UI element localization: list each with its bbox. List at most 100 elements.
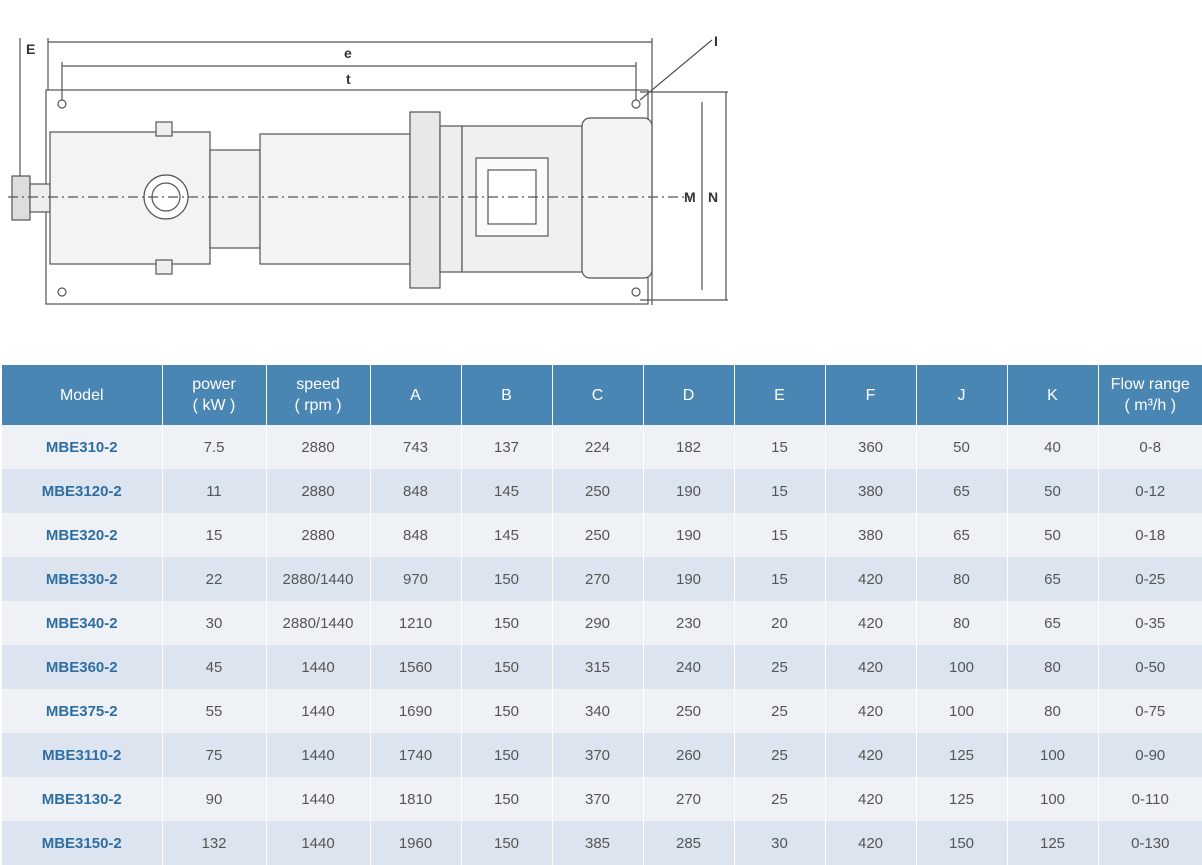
table-cell: 0-25: [1098, 557, 1202, 601]
model-cell: MBE3150-2: [2, 821, 163, 865]
table-cell: 0-90: [1098, 733, 1202, 777]
table-cell: 230: [643, 601, 735, 645]
table-cell: 0-18: [1098, 513, 1202, 557]
table-cell: 190: [643, 557, 735, 601]
table-cell: 360: [825, 425, 917, 469]
table-cell: 50: [1007, 469, 1099, 513]
model-cell: MBE320-2: [2, 513, 163, 557]
table-cell: 15: [734, 513, 826, 557]
table-cell: 125: [916, 733, 1008, 777]
table-cell: 315: [552, 645, 644, 689]
table-cell: 380: [825, 513, 917, 557]
table-cell: 2880: [266, 513, 371, 557]
table-cell: 1740: [370, 733, 462, 777]
table-cell: 7.5: [162, 425, 267, 469]
table-cell: 80: [916, 601, 1008, 645]
table-cell: 80: [1007, 689, 1099, 733]
table-cell: 0-8: [1098, 425, 1202, 469]
table-cell: 250: [643, 689, 735, 733]
table-cell: 1690: [370, 689, 462, 733]
table-cell: 125: [1007, 821, 1099, 865]
table-cell: 15: [734, 469, 826, 513]
column-header: E: [734, 365, 826, 425]
model-cell: MBE340-2: [2, 601, 163, 645]
column-header: C: [552, 365, 644, 425]
table-cell: 0-50: [1098, 645, 1202, 689]
table-cell: 420: [825, 733, 917, 777]
column-header-label: K: [1047, 386, 1058, 404]
column-header: power ( kW ): [162, 365, 267, 425]
table-cell: 1440: [266, 821, 371, 865]
table-cell: 40: [1007, 425, 1099, 469]
table-cell: 848: [370, 513, 462, 557]
table-cell: 0-130: [1098, 821, 1202, 865]
pump-dimension-drawing: E e t I M N: [8, 33, 728, 305]
dim-label-t: t: [346, 71, 351, 87]
column-header-label: Model: [59, 386, 104, 404]
table-cell: 150: [461, 557, 553, 601]
table-cell: 25: [734, 689, 826, 733]
table-cell: 2880/1440: [266, 557, 371, 601]
table-cell: 370: [552, 777, 644, 821]
table-cell: 743: [370, 425, 462, 469]
column-header-label: power: [192, 376, 236, 393]
column-header: K: [1007, 365, 1099, 425]
table-cell: 182: [643, 425, 735, 469]
table-cell: 150: [461, 733, 553, 777]
table-cell: 340: [552, 689, 644, 733]
table-cell: 132: [162, 821, 267, 865]
table-cell: 1560: [370, 645, 462, 689]
table-cell: 2880: [266, 469, 371, 513]
column-header-unit: ( kW ): [192, 397, 236, 414]
table-cell: 240: [643, 645, 735, 689]
table-cell: 25: [734, 645, 826, 689]
table-cell: 80: [916, 557, 1008, 601]
table-cell: 970: [370, 557, 462, 601]
table-cell: 848: [370, 469, 462, 513]
column-header: speed( rpm ): [266, 365, 371, 425]
table-cell: 150: [916, 821, 1008, 865]
table-cell: 250: [552, 513, 644, 557]
table-cell: 420: [825, 777, 917, 821]
table-cell: 270: [643, 777, 735, 821]
table-cell: 100: [1007, 777, 1099, 821]
table-cell: 420: [825, 601, 917, 645]
table-cell: 250: [552, 469, 644, 513]
column-header: D: [643, 365, 735, 425]
table-cell: 50: [916, 425, 1008, 469]
table-cell: 420: [825, 645, 917, 689]
table-cell: 420: [825, 821, 917, 865]
table-cell: 30: [734, 821, 826, 865]
table-cell: 50: [1007, 513, 1099, 557]
dim-label-I: I: [714, 33, 718, 49]
table-cell: 45: [162, 645, 267, 689]
table-cell: 420: [825, 689, 917, 733]
table-cell: 55: [162, 689, 267, 733]
table-cell: 290: [552, 601, 644, 645]
column-header-label: C: [591, 386, 604, 404]
dim-label-e: e: [344, 45, 352, 61]
column-header-label: B: [501, 386, 512, 404]
table-cell: 15: [734, 425, 826, 469]
table-cell: 2880/1440: [266, 601, 371, 645]
model-cell: MBE375-2: [2, 689, 163, 733]
table-cell: 25: [734, 733, 826, 777]
table-cell: 370: [552, 733, 644, 777]
table-cell: 65: [1007, 557, 1099, 601]
table-cell: 380: [825, 469, 917, 513]
column-header: A: [370, 365, 462, 425]
model-cell: MBE3110-2: [2, 733, 163, 777]
table-cell: 65: [916, 469, 1008, 513]
column-header: J: [916, 365, 1008, 425]
table-cell: 137: [461, 425, 553, 469]
table-cell: 385: [552, 821, 644, 865]
table-cell: 0-12: [1098, 469, 1202, 513]
